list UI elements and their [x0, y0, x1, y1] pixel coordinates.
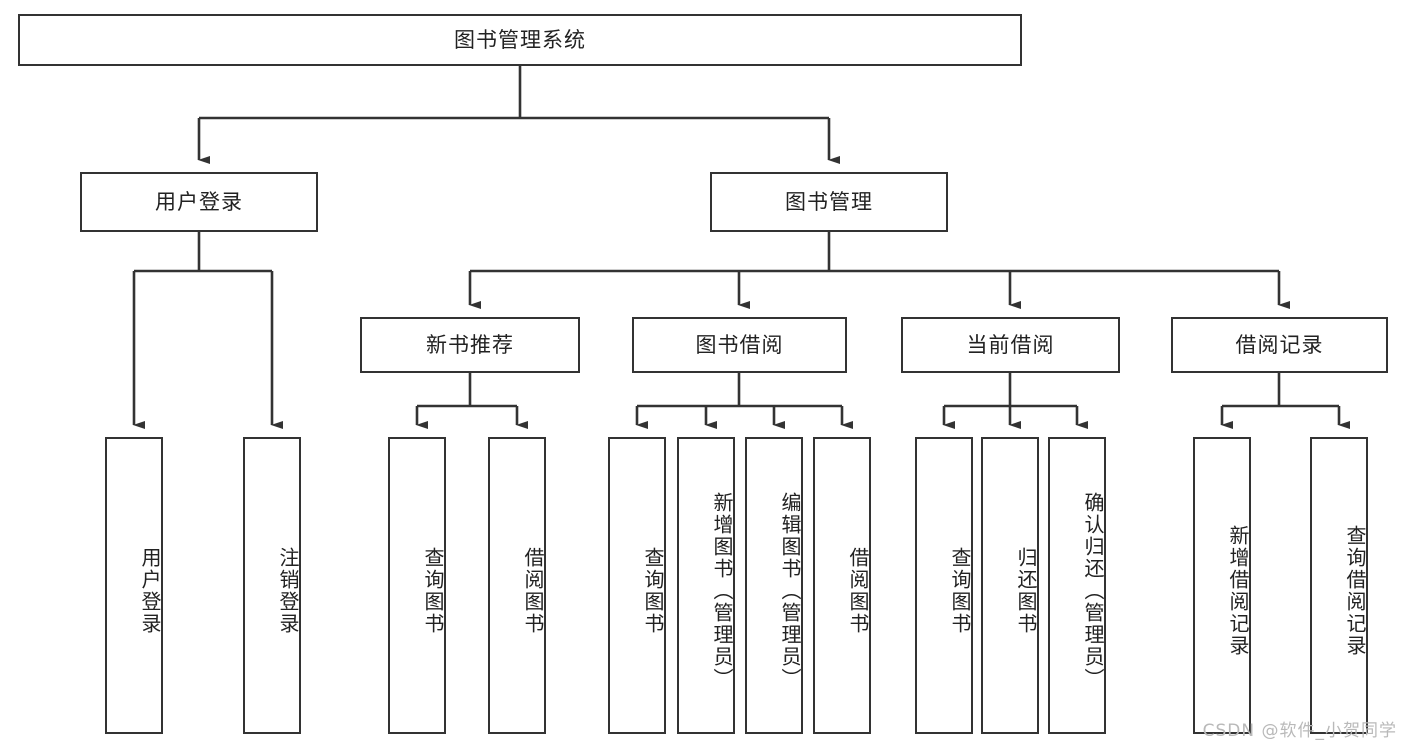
node-level2-4[interactable]: 借阅记录: [1171, 317, 1388, 373]
node-root[interactable]: 图书管理系统: [18, 14, 1022, 66]
node-level2-3[interactable]: 当前借阅: [901, 317, 1120, 373]
node-level2-4-label: 借阅记录: [1235, 332, 1324, 357]
node-leaf-9[interactable]: 查询图书: [915, 437, 973, 734]
node-root-label: 图书管理系统: [454, 27, 586, 52]
node-leaf-13[interactable]: 查询借阅记录: [1310, 437, 1368, 734]
node-leaf-2-label: 注销登录: [276, 546, 300, 635]
node-leaf-5[interactable]: 查询图书: [608, 437, 666, 734]
node-leaf-5-label: 查询图书: [641, 546, 665, 635]
node-leaf-9-label: 查询图书: [948, 546, 972, 635]
node-leaf-6-label: 新增图书（管理员）: [710, 491, 734, 690]
node-leaf-10[interactable]: 归还图书: [981, 437, 1039, 734]
node-leaf-2[interactable]: 注销登录: [243, 437, 301, 734]
node-level1-1[interactable]: 用户登录: [80, 172, 318, 232]
node-leaf-1-label: 用户登录: [138, 546, 162, 635]
node-leaf-1[interactable]: 用户登录: [105, 437, 163, 734]
node-leaf-3[interactable]: 查询图书: [388, 437, 446, 734]
node-leaf-13-label: 查询借阅记录: [1343, 524, 1367, 657]
node-level1-2[interactable]: 图书管理: [710, 172, 948, 232]
node-leaf-4-label: 借阅图书: [521, 546, 545, 635]
node-level2-2[interactable]: 图书借阅: [632, 317, 847, 373]
node-level1-1-label: 用户登录: [155, 189, 243, 214]
node-level2-3-label: 当前借阅: [966, 332, 1055, 357]
node-level2-1[interactable]: 新书推荐: [360, 317, 580, 373]
node-leaf-10-label: 归还图书: [1014, 546, 1038, 635]
node-leaf-11-label: 确认归还（管理员）: [1081, 491, 1105, 690]
node-level2-2-label: 图书借阅: [695, 332, 784, 357]
node-leaf-12-label: 新增借阅记录: [1226, 524, 1250, 657]
node-leaf-4[interactable]: 借阅图书: [488, 437, 546, 734]
node-level1-2-label: 图书管理: [785, 189, 873, 214]
node-leaf-11[interactable]: 确认归还（管理员）: [1048, 437, 1106, 734]
node-leaf-8[interactable]: 借阅图书: [813, 437, 871, 734]
node-level2-1-label: 新书推荐: [426, 332, 514, 357]
node-leaf-8-label: 借阅图书: [846, 546, 870, 635]
node-leaf-12[interactable]: 新增借阅记录: [1193, 437, 1251, 734]
node-leaf-7-label: 编辑图书（管理员）: [778, 491, 802, 690]
node-leaf-7[interactable]: 编辑图书（管理员）: [745, 437, 803, 734]
watermark: CSDN @软件_小贺同学: [1202, 721, 1397, 741]
node-leaf-6[interactable]: 新增图书（管理员）: [677, 437, 735, 734]
node-leaf-3-label: 查询图书: [421, 546, 445, 635]
